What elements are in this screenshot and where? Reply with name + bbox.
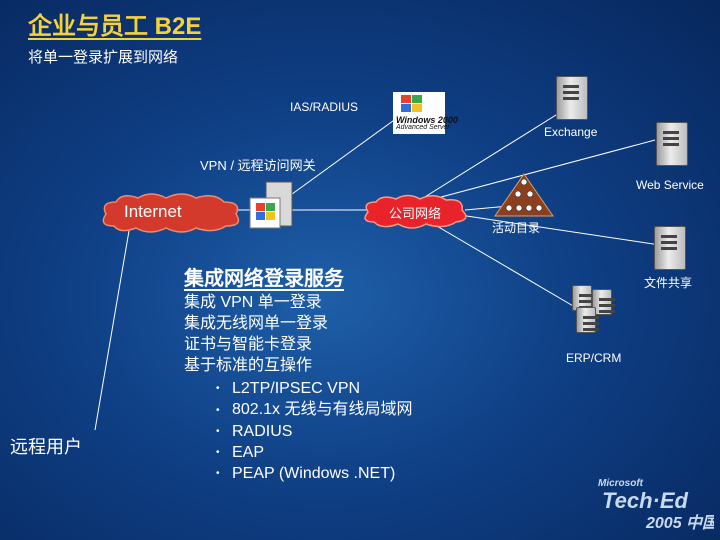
page-title: 企业与员工 B2E xyxy=(28,13,202,40)
windows-edition: Advanced Server xyxy=(396,124,450,131)
svg-text:Tech·Ed: Tech·Ed xyxy=(602,488,689,513)
protocol-item: • EAP xyxy=(216,442,413,463)
bullet-icon: • xyxy=(216,425,220,437)
vpn-gateway-label: VPN / 远程访问网关 xyxy=(200,158,316,173)
svg-text:2005 中国: 2005 中国 xyxy=(645,514,714,532)
bullet-icon: • xyxy=(216,404,220,416)
web-service-server-icon xyxy=(656,122,688,166)
web-service-label: Web Service xyxy=(636,178,704,192)
protocol-item: • RADIUS xyxy=(216,421,413,442)
feature-item: 基于标准的互操作 xyxy=(184,357,313,374)
protocol-item: • PEAP (Windows .NET) xyxy=(216,463,413,484)
server-icon xyxy=(249,181,293,229)
protocol-item: • L2TP/IPSEC VPN xyxy=(216,378,413,399)
feature-list: 集成 VPN 单一登录 集成无线网单一登录 证书与智能卡登录 基于标准的互操作 xyxy=(184,292,328,376)
windows-logo-icon xyxy=(393,92,445,134)
protocol-label: PEAP (Windows .NET) xyxy=(232,465,396,483)
page-subtitle: 将单一登录扩展到网络 xyxy=(28,49,179,66)
bullet-icon: • xyxy=(216,468,220,480)
file-share-label: 文件共享 xyxy=(644,276,693,290)
vpn-gateway-server-icon xyxy=(248,180,300,232)
erp-crm-servers xyxy=(572,285,615,335)
protocol-list: • L2TP/IPSEC VPN • 802.1x 无线与有线局域网 • RADIUS… xyxy=(216,378,413,484)
feature-item: 集成无线网单一登录 xyxy=(184,315,329,332)
service-title: 集成网络登录服务 xyxy=(184,268,344,290)
protocol-label: 802.1x 无线与有线局域网 xyxy=(232,401,413,419)
windows-name: Windows 2000 xyxy=(396,115,458,125)
protocol-label: RADIUS xyxy=(232,422,293,440)
exchange-server-icon xyxy=(556,76,588,120)
directory-label: 活动目录 xyxy=(492,221,541,235)
file-share-server-icon xyxy=(654,226,686,270)
feature-item: 集成 VPN 单一登录 xyxy=(184,294,322,311)
corp-network-cloud-icon xyxy=(364,194,467,229)
bullet-icon: • xyxy=(216,447,220,459)
teched-logo-icon: Microsoft Tech·Ed 2005 中国 xyxy=(598,478,720,532)
svg-text:Microsoft: Microsoft xyxy=(598,478,644,489)
server-icon xyxy=(576,307,599,333)
teched-logo: Microsoft Tech·Ed 2005 中国 xyxy=(596,472,720,534)
internet-cloud-icon xyxy=(102,193,240,233)
corp-network-label: 公司网络 xyxy=(389,206,442,221)
remote-user-label: 远程用户 xyxy=(10,437,82,457)
protocol-label: L2TP/IPSEC VPN xyxy=(232,380,361,397)
ias-radius-label: IAS/RADIUS xyxy=(290,100,359,114)
feature-item: 证书与智能卡登录 xyxy=(184,336,313,353)
server-icon xyxy=(592,289,615,315)
internet-label: Internet xyxy=(124,202,182,221)
bullet-icon: • xyxy=(216,383,220,395)
protocol-item: • 802.1x 无线与有线局域网 xyxy=(216,399,413,420)
erp-crm-label: ERP/CRM xyxy=(566,351,622,365)
directory-tree-icon xyxy=(494,173,554,217)
windows-server-badge: Windows 2000 Advanced Server xyxy=(393,92,458,134)
protocol-label: EAP xyxy=(232,443,265,461)
exchange-label: Exchange xyxy=(544,125,598,139)
